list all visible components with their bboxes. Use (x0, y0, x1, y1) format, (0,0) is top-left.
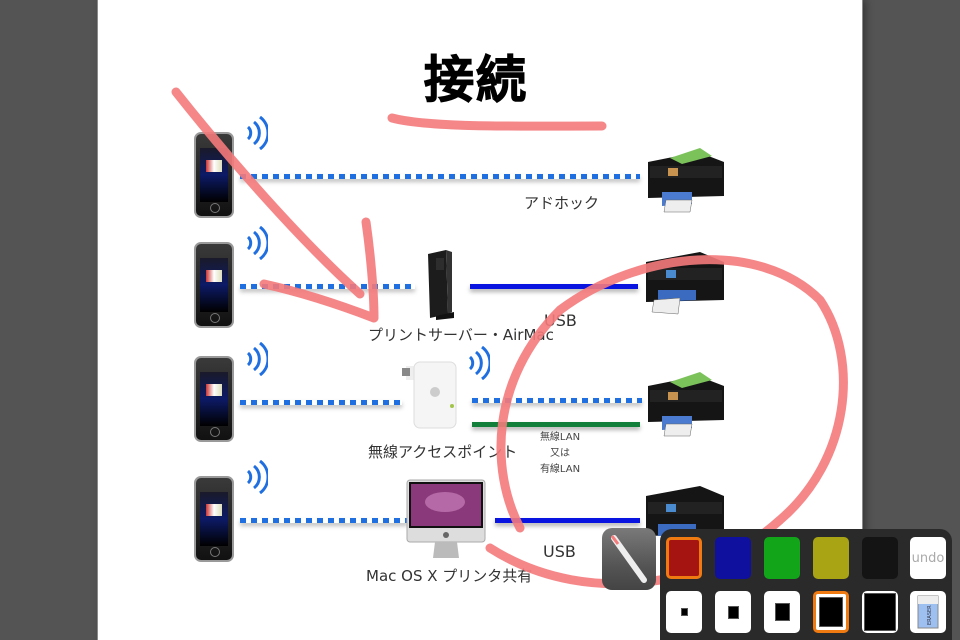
eraser-icon: ERASER (917, 595, 939, 629)
wireless-link (472, 398, 642, 403)
drawing-toolbar: undo ERASER (660, 529, 952, 640)
wireless-link (240, 284, 415, 289)
undo-button[interactable]: undo (910, 537, 946, 579)
mac-sharing-label: Mac OS X プリンタ共有 (366, 567, 533, 585)
brush-size-l[interactable] (813, 591, 849, 633)
color-swatch-red[interactable] (666, 537, 702, 579)
color-swatch-black[interactable] (862, 537, 898, 579)
lan-label-line: 無線LAN (539, 432, 581, 443)
pen-tool-button[interactable] (602, 528, 656, 590)
brush-size-m[interactable] (764, 591, 800, 633)
print-server-label: プリントサーバー・AirMac (368, 326, 554, 344)
brush-size-s[interactable] (715, 591, 751, 633)
lan-label-line: 又は (550, 448, 570, 459)
lan-link (472, 422, 640, 427)
color-swatch-blue[interactable] (715, 537, 751, 579)
color-swatch-green[interactable] (764, 537, 800, 579)
wifi-icon (246, 226, 268, 260)
iphone-icon (194, 132, 234, 218)
brush-size-xl[interactable] (862, 591, 898, 633)
iphone-icon (194, 356, 234, 442)
printer-icon (646, 252, 724, 315)
iphone-icon (194, 476, 234, 562)
eraser-label: ERASER (927, 605, 933, 625)
lan-label-line: 有線LAN (539, 464, 581, 475)
usb-link (470, 284, 638, 289)
iphone-icon (194, 242, 234, 328)
brush-size-xs[interactable] (666, 591, 702, 633)
lan-label: 無線LAN 又は 有線LAN (536, 430, 584, 478)
printer-icon (648, 372, 724, 437)
wifi-icon (246, 342, 268, 376)
wireless-link (240, 518, 408, 523)
adhoc-label: アドホック (524, 194, 600, 212)
print-server-icon (428, 250, 454, 320)
usb-label: USB (543, 542, 576, 561)
wireless-link (240, 400, 402, 405)
usb-label: USB (544, 311, 577, 330)
access-point-label: 無線アクセスポイント (368, 443, 518, 461)
wireless-link (240, 174, 640, 179)
printer-icon (648, 148, 724, 213)
wifi-icon (246, 460, 268, 494)
wifi-icon (468, 346, 490, 380)
pen-icon (610, 535, 647, 583)
eraser-button[interactable]: ERASER (910, 591, 946, 633)
color-swatch-olive[interactable] (813, 537, 849, 579)
slide-title: 接続 (424, 51, 528, 110)
wifi-icon (246, 116, 268, 150)
imac-icon (406, 479, 486, 558)
airmac-express-icon (402, 361, 457, 429)
usb-link (495, 518, 640, 523)
